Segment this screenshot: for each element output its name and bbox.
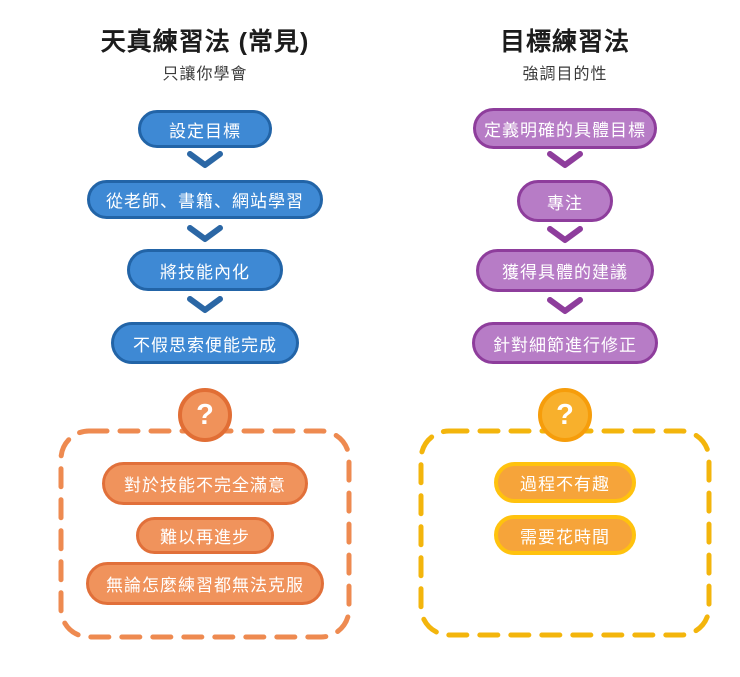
step-pill: 定義明確的具體目標 xyxy=(473,108,657,149)
naive-practice-column: 天真練習法 (常見) 只讓你學會 設定目標 從老師、書籍、網站學習 將技能內化 … xyxy=(20,0,390,677)
chevron-down-icon xyxy=(547,297,583,314)
problem-pill: 無論怎麼練習都無法克服 xyxy=(86,562,324,605)
dashed-border xyxy=(418,428,712,638)
chevron-down-icon xyxy=(547,151,583,168)
step-pill: 不假思索便能完成 xyxy=(111,322,299,364)
problem-pill: 需要花時間 xyxy=(494,515,636,555)
step-pill: 針對細節進行修正 xyxy=(472,322,658,364)
chevron-down-icon xyxy=(187,225,223,242)
column-subtitle: 只讓你學會 xyxy=(162,66,248,83)
problems-dashed-box: 對於技能不完全滿意 難以再進步 無論怎麼練習都無法克服 xyxy=(58,428,352,640)
dashed-border xyxy=(58,428,352,640)
column-title: 天真練習法 (常見) xyxy=(100,28,310,56)
chevron-down-icon xyxy=(547,226,583,243)
question-badge: ? xyxy=(538,388,592,442)
step-pill: 將技能內化 xyxy=(127,249,283,291)
problem-pill: 對於技能不完全滿意 xyxy=(102,462,308,505)
problem-pill: 難以再進步 xyxy=(136,517,274,554)
step-pill: 設定目標 xyxy=(138,110,272,148)
step-pill: 從老師、書籍、網站學習 xyxy=(87,180,323,219)
chevron-down-icon xyxy=(187,151,223,168)
question-badge: ? xyxy=(178,388,232,442)
column-subtitle: 強調目的性 xyxy=(522,66,608,83)
problem-pill: 過程不有趣 xyxy=(494,462,636,503)
column-title: 目標練習法 xyxy=(499,28,630,56)
chevron-down-icon xyxy=(187,296,223,313)
step-pill: 獲得具體的建議 xyxy=(476,249,654,292)
purposeful-practice-column: 目標練習法 強調目的性 定義明確的具體目標 專注 獲得具體的建議 針對細節進行修… xyxy=(380,0,740,677)
step-pill: 專注 xyxy=(517,180,613,222)
problems-dashed-box: 過程不有趣 需要花時間 xyxy=(418,428,712,638)
